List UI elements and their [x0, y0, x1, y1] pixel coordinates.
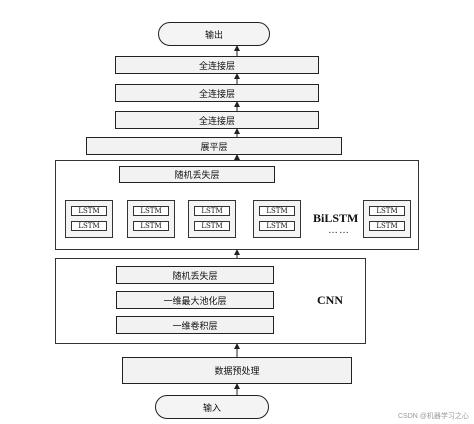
lstm-backward-1: LSTM: [71, 221, 107, 231]
fully-connected-layer-1: 全连接层: [115, 56, 319, 74]
data-preprocessing-node: 数据预处理: [122, 357, 352, 384]
bilstm-label: BiLSTM: [313, 211, 359, 225]
conv-1d-layer: 一维卷积层: [116, 316, 274, 334]
output-node: 输出: [158, 22, 270, 46]
lstm-backward-2: LSTM: [133, 221, 169, 231]
input-node: 输入: [155, 395, 269, 419]
dropout-layer-top: 随机丢失层: [119, 166, 275, 183]
lstm-backward-4: LSTM: [259, 221, 295, 231]
fully-connected-layer-3: 全连接层: [115, 111, 319, 129]
flatten-layer: 展平层: [86, 137, 342, 155]
dropout-layer-bottom: 随机丢失层: [116, 266, 274, 284]
watermark: CSDN @机器学习之心: [398, 413, 469, 420]
lstm-forward-5: LSTM: [369, 206, 405, 216]
lstm-backward-3: LSTM: [194, 221, 230, 231]
ellipsis: ……: [328, 225, 350, 236]
lstm-forward-2: LSTM: [133, 206, 169, 216]
lstm-forward-4: LSTM: [259, 206, 295, 216]
fully-connected-layer-2: 全连接层: [115, 84, 319, 102]
lstm-forward-3: LSTM: [194, 206, 230, 216]
lstm-backward-5: LSTM: [369, 221, 405, 231]
max-pooling-1d-layer: 一维最大池化层: [116, 291, 274, 309]
lstm-forward-1: LSTM: [71, 206, 107, 216]
cnn-label: CNN: [317, 293, 343, 307]
